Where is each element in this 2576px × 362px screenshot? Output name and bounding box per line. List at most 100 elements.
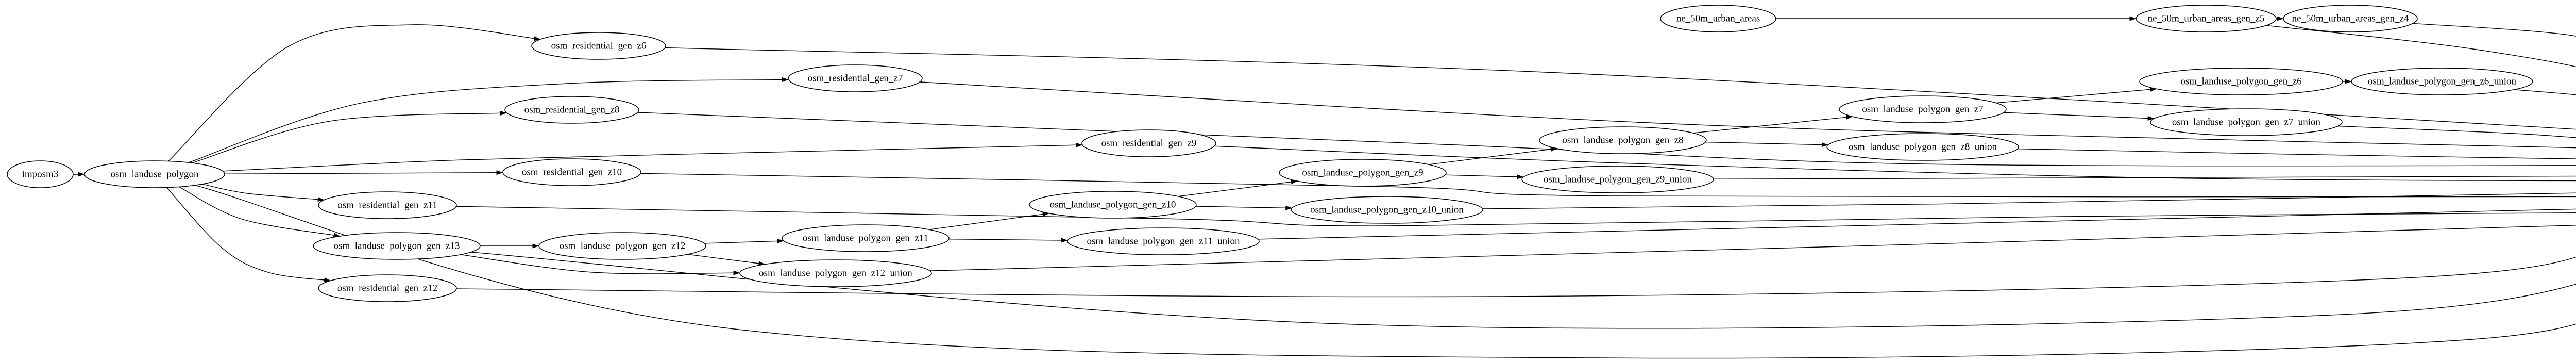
node-shape-osm_residential_gen_z11 <box>318 191 457 219</box>
edge-osm_landuse_polygon_gen_z9-to-osm_landuse_polygon_gen_z9_union <box>1445 174 1524 179</box>
edge-osm_residential_gen_z8-to-layer-z8 <box>637 112 2576 167</box>
node-label-osm_landuse_polygon_gen_z12: osm_landuse_polygon_gen_z12 <box>560 241 686 252</box>
edge-osm_landuse_polygon_gen_z9-to-osm_landuse_polygon_gen_z8 <box>1428 147 1557 165</box>
node-label-osm_residential_gen_z10: osm_residential_gen_z10 <box>522 167 622 178</box>
edge-osm_landuse_polygon_gen_z13-to-layer-z13 <box>471 252 2576 329</box>
node-label-osm_residential_gen_z9: osm_residential_gen_z9 <box>1101 138 1197 149</box>
node-label-osm_landuse_polygon_gen_z10: osm_landuse_polygon_gen_z10 <box>1050 200 1176 210</box>
node-shape-osm_landuse_polygon_gen_z6 <box>2139 68 2343 95</box>
node-label-osm_landuse_polygon_gen_z6_union: osm_landuse_polygon_gen_z6_union <box>2368 76 2517 87</box>
node-label-osm_landuse_polygon_gen_z9_union: osm_landuse_polygon_gen_z9_union <box>1544 174 1692 185</box>
node-label-osm_residential_gen_z6: osm_residential_gen_z6 <box>551 41 647 52</box>
node-ne_50m_urban_areas_gen_z5: ne_50m_urban_areas_gen_z5 <box>2136 5 2277 32</box>
node-shape-osm_residential_gen_z8 <box>504 96 639 124</box>
node-osm_landuse_polygon: osm_landuse_polygon <box>84 160 225 188</box>
edge-osm_landuse_polygon_gen_z7_union-to-layer-z7 <box>2337 125 2576 138</box>
node-osm_landuse_polygon_gen_z10: osm_landuse_polygon_gen_z10 <box>1029 191 1197 219</box>
node-osm_landuse_polygon_gen_z6: osm_landuse_polygon_gen_z6 <box>2139 68 2343 95</box>
node-shape-osm_landuse_polygon_gen_z7 <box>1839 95 2007 123</box>
node-label-osm_landuse_polygon_gen_z12_union: osm_landuse_polygon_gen_z12_union <box>759 268 912 279</box>
edge-osm_landuse_polygon-to-osm_residential_gen_z11 <box>202 184 325 202</box>
node-label-osm_landuse_polygon_gen_z8: osm_landuse_polygon_gen_z8 <box>1562 135 1683 146</box>
node-osm_residential_gen_z6: osm_residential_gen_z6 <box>531 32 666 60</box>
node-shape-osm_residential_gen_z10 <box>502 158 641 186</box>
edge-osm_landuse_polygon_gen_z11_union-to-layer-z11 <box>1258 208 2576 240</box>
node-shape-osm_landuse_polygon_gen_z9 <box>1279 159 1447 187</box>
nodes-layer: imposm3 osm_landuse_polygon osm_residentia… <box>7 5 2533 302</box>
edge-osm_landuse_polygon-to-osm_residential_gen_z7 <box>188 77 789 163</box>
node-label-imposm3: imposm3 <box>22 169 59 180</box>
edge-osm_landuse_polygon_gen_z13-to-osm_landuse_polygon_gen_z12_union <box>461 254 740 275</box>
node-osm_landuse_polygon_gen_z9_union: osm_landuse_polygon_gen_z9_union <box>1521 166 1714 193</box>
node-osm_landuse_polygon_gen_z8_union: osm_landuse_polygon_gen_z8_union <box>1826 133 2019 161</box>
node-osm_landuse_polygon_gen_z11_union: osm_landuse_polygon_gen_z11_union <box>1067 227 1260 255</box>
node-osm_residential_gen_z8: osm_residential_gen_z8 <box>504 96 639 124</box>
node-label-osm_landuse_polygon_gen_z8_union: osm_landuse_polygon_gen_z8_union <box>1849 142 1997 153</box>
node-label-osm_landuse_polygon_gen_z9: osm_landuse_polygon_gen_z9 <box>1302 168 1423 178</box>
node-shape-osm_landuse_polygon_gen_z11_union <box>1067 227 1260 255</box>
edge-ne_50m_urban_areas_gen_z4-to-layer-z4 <box>2413 23 2576 37</box>
edge-osm_landuse_polygon_gen_z7-to-osm_landuse_polygon_gen_z6 <box>1996 87 2157 104</box>
node-shape-osm_landuse_polygon_gen_z9_union <box>1521 166 1714 193</box>
node-shape-ne_50m_urban_areas_gen_z5 <box>2136 5 2277 32</box>
edge-osm_landuse_polygon_gen_z10_union-to-layer-z10 <box>1482 192 2576 209</box>
node-shape-osm_landuse_polygon_gen_z12 <box>538 232 706 260</box>
edge-osm_landuse_polygon_gen_z7-to-osm_landuse_polygon_gen_z7_union <box>2004 112 2155 121</box>
node-shape-osm_residential_gen_z12 <box>318 274 457 302</box>
node-osm_landuse_polygon_gen_z7: osm_landuse_polygon_gen_z7 <box>1839 95 2007 123</box>
node-shape-osm_landuse_polygon_gen_z10_union <box>1291 196 1483 224</box>
edge-ne_50m_urban_areas_gen_z5-to-layer-z5 <box>2266 25 2576 68</box>
node-label-osm_residential_gen_z12: osm_residential_gen_z12 <box>337 283 437 294</box>
edge-osm_landuse_polygon_gen_z9_union-to-layer-z9 <box>1713 175 2576 180</box>
node-osm_landuse_polygon_gen_z8: osm_landuse_polygon_gen_z8 <box>1539 126 1707 154</box>
edge-osm_landuse_polygon-to-osm_residential_gen_z12 <box>166 187 331 283</box>
node-label-osm_landuse_polygon_gen_z7_union: osm_landuse_polygon_gen_z7_union <box>2172 117 2321 128</box>
node-osm_landuse_polygon_gen_z6_union: osm_landuse_polygon_gen_z6_union <box>2351 68 2533 95</box>
node-label-osm_landuse_polygon: osm_landuse_polygon <box>111 169 199 180</box>
node-shape-osm_landuse_polygon_gen_z11 <box>782 224 950 252</box>
node-label-osm_landuse_polygon_gen_z11: osm_landuse_polygon_gen_z11 <box>803 233 928 244</box>
node-shape-osm_landuse_polygon_gen_z7_union <box>2150 108 2343 136</box>
edge-osm_landuse_polygon_gen_z6_union-to-layer-z6 <box>2514 89 2576 95</box>
node-shape-ne_50m_urban_areas <box>1660 5 1776 32</box>
node-shape-osm_landuse_polygon_gen_z8 <box>1539 126 1707 154</box>
edge-osm_landuse_polygon-to-osm_residential_gen_z8 <box>192 111 507 163</box>
edge-osm_landuse_polygon-to-osm_residential_gen_z9 <box>223 142 1083 172</box>
node-label-osm_residential_gen_z11: osm_residential_gen_z11 <box>337 200 437 211</box>
edge-osm_landuse_polygon_gen_z12_union-to-layer-z12 <box>929 225 2576 271</box>
node-shape-osm_landuse_polygon_gen_z10 <box>1029 191 1197 219</box>
node-shape-osm_residential_gen_z9 <box>1081 129 1216 157</box>
node-label-osm_residential_gen_z7: osm_residential_gen_z7 <box>808 73 903 84</box>
node-label-osm_landuse_polygon_gen_z6: osm_landuse_polygon_gen_z6 <box>2180 76 2301 87</box>
node-shape-osm_landuse_polygon <box>84 160 225 188</box>
edge-osm_residential_gen_z9-to-layer-z9 <box>1214 145 2576 182</box>
node-label-osm_landuse_polygon_gen_z11_union: osm_landuse_polygon_gen_z11_union <box>1087 236 1240 247</box>
node-osm_landuse_polygon_gen_z9: osm_landuse_polygon_gen_z9 <box>1279 159 1447 187</box>
node-shape-osm_landuse_polygon_gen_z12_union <box>739 259 932 287</box>
node-osm_landuse_polygon_gen_z12: osm_landuse_polygon_gen_z12 <box>538 232 706 260</box>
node-osm_residential_gen_z10: osm_residential_gen_z10 <box>502 158 641 186</box>
edge-osm_residential_gen_z6-to-layer-z6 <box>665 47 2576 130</box>
node-shape-ne_50m_urban_areas_gen_z4 <box>2283 5 2418 32</box>
node-shape-osm_landuse_polygon_gen_z6_union <box>2351 68 2533 95</box>
node-label-osm_landuse_polygon_gen_z7: osm_landuse_polygon_gen_z7 <box>1862 104 1983 115</box>
edge-osm_landuse_polygon_gen_z10-to-osm_landuse_polygon_gen_z9 <box>1178 179 1298 197</box>
edge-osm_landuse_polygon_gen_z8-to-osm_landuse_polygon_gen_z7 <box>1693 114 1853 134</box>
edge-osm_residential_gen_z12-to-layer-z12 <box>456 256 2576 298</box>
edge-osm_residential_gen_z10-to-layer-z10 <box>640 173 2576 198</box>
node-osm_residential_gen_z11: osm_residential_gen_z11 <box>318 191 457 219</box>
node-ne_50m_urban_areas_gen_z4: ne_50m_urban_areas_gen_z4 <box>2283 5 2418 32</box>
edges-layer <box>73 16 2576 359</box>
node-osm_landuse_polygon_gen_z12_union: osm_landuse_polygon_gen_z12_union <box>739 259 932 287</box>
edge-osm_residential_gen_z7-to-layer-z7 <box>920 81 2576 149</box>
node-shape-imposm3 <box>7 160 74 188</box>
node-label-ne_50m_urban_areas_gen_z5: ne_50m_urban_areas_gen_z5 <box>2148 13 2265 24</box>
node-osm_residential_gen_z12: osm_residential_gen_z12 <box>318 274 457 302</box>
edge-osm_landuse_polygon-to-osm_residential_gen_z6 <box>168 24 541 162</box>
edge-osm_landuse_polygon_gen_z11-to-osm_landuse_polygon_gen_z11_union <box>948 238 1069 243</box>
edge-osm_landuse_polygon-to-osm_landuse_polygon_gen_z13 <box>179 186 341 238</box>
node-imposm3: imposm3 <box>7 160 74 188</box>
